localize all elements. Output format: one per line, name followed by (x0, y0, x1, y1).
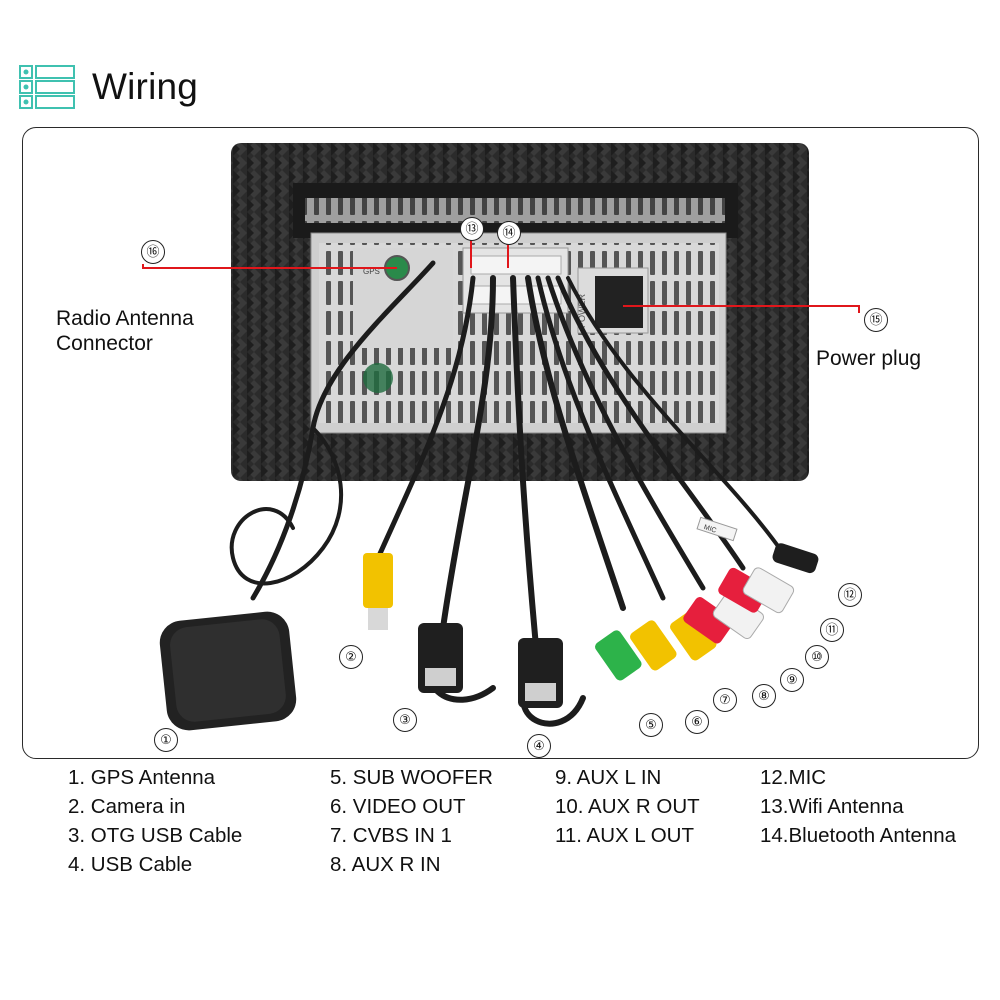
callout-13: ⑬ (460, 217, 484, 241)
legend-col-1: 1. GPS Antenna 2. Camera in 3. OTG USB C… (68, 763, 242, 879)
callout-5: ⑤ (639, 713, 663, 737)
gps-antenna (159, 611, 297, 731)
legend-col-2: 5. SUB WOOFER 6. VIDEO OUT 7. CVBS IN 1 … (330, 763, 493, 879)
list-icon (19, 65, 75, 109)
callout-4: ④ (527, 734, 551, 758)
pointer-lines (142, 238, 860, 313)
rca-connectors: MIC (595, 516, 819, 681)
legend-item: 1. GPS Antenna (68, 766, 216, 789)
power-plug-label: Power plug (816, 347, 922, 370)
legend-col-4: 12.MIC 13.Wifi Antenna 14.Bluetooth Ante… (760, 763, 956, 850)
cables (229, 260, 785, 727)
legend-item: 7. CVBS IN 1 (330, 824, 452, 847)
callout-8: ⑧ (752, 684, 776, 708)
page-title: Wiring (92, 66, 199, 107)
legend-item: 8. AUX R IN (330, 853, 441, 876)
legend-item: 14.Bluetooth Antenna (760, 824, 957, 847)
callout-15: ⑮ (864, 308, 888, 332)
legend-item: 9. AUX L IN (555, 766, 662, 789)
callout-2: ② (339, 645, 363, 669)
legend: 1. GPS Antenna 2. Camera in 3. OTG USB C… (0, 763, 1000, 883)
radio-antenna-label: Radio Antenna Connector (56, 307, 194, 355)
legend-col-3: 9. AUX L IN 10. AUX R OUT 11. AUX L OUT (555, 763, 700, 850)
legend-item: 11. AUX L OUT (555, 824, 694, 847)
callout-14: ⑭ (497, 221, 521, 245)
legend-item: 6. VIDEO OUT (330, 795, 466, 818)
legend-item: 10. AUX R OUT (555, 795, 700, 818)
callout-12: ⑫ (838, 583, 862, 607)
mic-tag-text: MIC (703, 524, 717, 535)
panel-gps-text: GPS (363, 267, 380, 276)
wiring-diagram: GPS POWER (22, 127, 979, 759)
power-socket (595, 276, 643, 328)
callout-1: ① (154, 728, 178, 752)
head-unit-illustration: GPS POWER (142, 143, 860, 731)
legend-item: 12.MIC (760, 766, 827, 789)
panel-power-text: POWER (577, 293, 587, 328)
legend-item: 3. OTG USB Cable (68, 824, 243, 847)
callout-6: ⑥ (685, 710, 709, 734)
section-header: Wiring (18, 62, 198, 112)
legend-item: 2. Camera in (68, 795, 186, 818)
callout-3: ③ (393, 708, 417, 732)
legend-item: 5. SUB WOOFER (330, 766, 493, 789)
callout-16: ⑯ (141, 240, 165, 264)
legend-item: 13.Wifi Antenna (760, 795, 904, 818)
callout-7: ⑦ (713, 688, 737, 712)
callout-10: ⑩ (805, 645, 829, 669)
callout-9: ⑨ (780, 668, 804, 692)
legend-item: 4. USB Cable (68, 853, 193, 876)
callout-11: ⑪ (820, 618, 844, 642)
camera-in-connector (363, 553, 393, 630)
